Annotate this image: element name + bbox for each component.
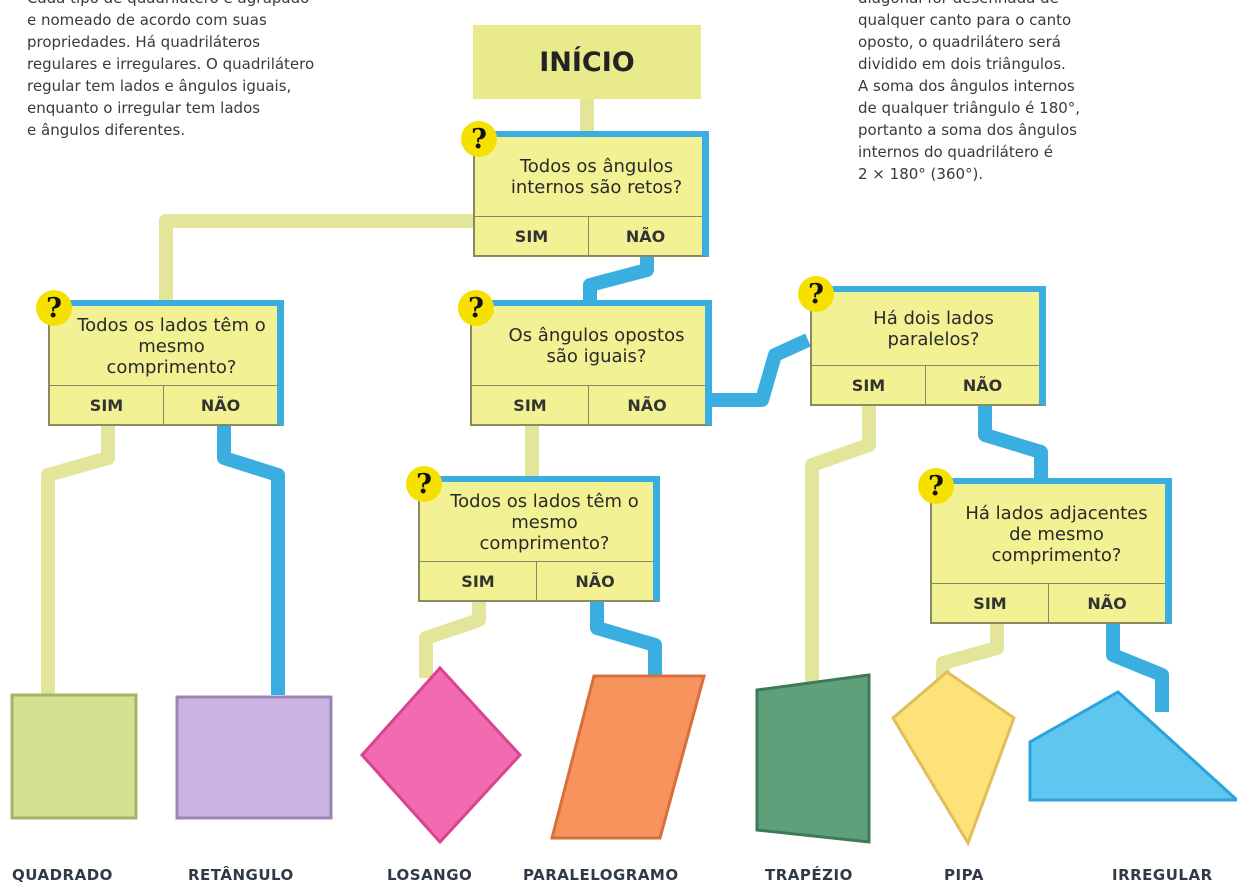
yes-option: SIM <box>514 226 549 246</box>
irregular-shape <box>1028 690 1237 802</box>
connector-q1-yes <box>159 214 473 308</box>
no-option: NÃO <box>163 386 277 424</box>
label-rectangle: RETÂNGULO <box>188 866 294 884</box>
answer-row: SIM NÃO <box>475 216 702 255</box>
connector-q5-no <box>590 601 662 678</box>
label-trapezoid: TRAPÉZIO <box>765 866 853 884</box>
connector-q3-no <box>712 333 811 407</box>
answer-row: SIM NÃO <box>472 385 705 424</box>
question-box-adjacent-sides: Há lados adjacentes de mesmo comprimento… <box>918 468 1172 624</box>
parallelogram-shape <box>550 674 706 840</box>
label-kite: PIPA <box>944 866 984 884</box>
question-icon: ? <box>918 468 954 504</box>
yes-option: SIM <box>513 395 547 415</box>
no-option: NÃO <box>588 217 702 255</box>
no-option: NÃO <box>1048 584 1165 622</box>
answer-row: SIM NÃO <box>932 583 1165 622</box>
intro-text-right: diagonal for desenhada de qualquer canto… <box>858 0 1081 183</box>
question-box-parallel-sides: Há dois lados paralelos? SIM NÃO ? <box>798 276 1046 406</box>
question-text: Todos os lados têm o mesmo comprimento? <box>77 314 266 378</box>
intro-text-left: Cada tipo de quadrilátero é agrupado e n… <box>27 0 315 139</box>
no-option: NÃO <box>588 386 705 424</box>
question-icon: ? <box>798 276 834 312</box>
rhombus-shape <box>359 665 523 845</box>
question-box-opposite-angles: Os ângulos opostos são iguais? SIM NÃO ? <box>458 290 712 426</box>
connector-q5-yes <box>419 601 486 678</box>
start-box: INÍCIO <box>473 25 701 99</box>
trapezoid-shape <box>755 673 871 844</box>
answer-row: SIM NÃO <box>420 561 653 600</box>
question-box-equal-sides: Todos os lados têm o mesmo comprimento? … <box>36 290 284 426</box>
yes-option: SIM <box>851 375 886 395</box>
question-icon: ? <box>406 466 442 502</box>
answer-row: SIM NÃO <box>50 385 277 424</box>
question-text: Há lados adjacentes de mesmo comprimento… <box>965 502 1148 566</box>
question-box-equal-sides-2: Todos os lados têm o mesmo comprimento? … <box>406 466 660 602</box>
connector-q4-yes <box>805 405 876 690</box>
yes-option: SIM <box>461 571 495 591</box>
label-parallelogram: PARALELOGRAMO <box>523 866 679 884</box>
no-option: NÃO <box>925 366 1039 404</box>
answer-row: SIM NÃO <box>812 365 1039 404</box>
no-option: NÃO <box>536 562 653 600</box>
question-text: Todos os ângulos internos são retos? <box>510 156 683 198</box>
question-text: Todos os lados têm o mesmo comprimento? <box>450 490 639 554</box>
question-box-right-angles: Todos os ângulos internos são retos? SIM… <box>461 121 709 257</box>
label-square: QUADRADO <box>12 866 113 884</box>
question-icon: ? <box>36 290 72 326</box>
question-icon: ? <box>461 121 497 157</box>
question-icon: ? <box>458 290 494 326</box>
question-text: Há dois lados paralelos? <box>873 308 994 350</box>
connector-q2-no <box>217 425 285 695</box>
connector-q4-no <box>978 405 1048 485</box>
kite-shape <box>891 670 1016 847</box>
yes-option: SIM <box>89 395 124 415</box>
label-rhombus: LOSANGO <box>387 866 473 884</box>
label-irregular: IRREGULAR <box>1112 866 1213 884</box>
connector-q1-no <box>583 255 654 310</box>
connector-q2-yes <box>41 425 115 695</box>
square-shape <box>10 693 138 820</box>
connector-q6-no <box>1106 623 1169 712</box>
rectangle-shape <box>175 695 333 820</box>
question-text: Os ângulos opostos são iguais? <box>508 325 685 367</box>
yes-option: SIM <box>973 593 1007 613</box>
